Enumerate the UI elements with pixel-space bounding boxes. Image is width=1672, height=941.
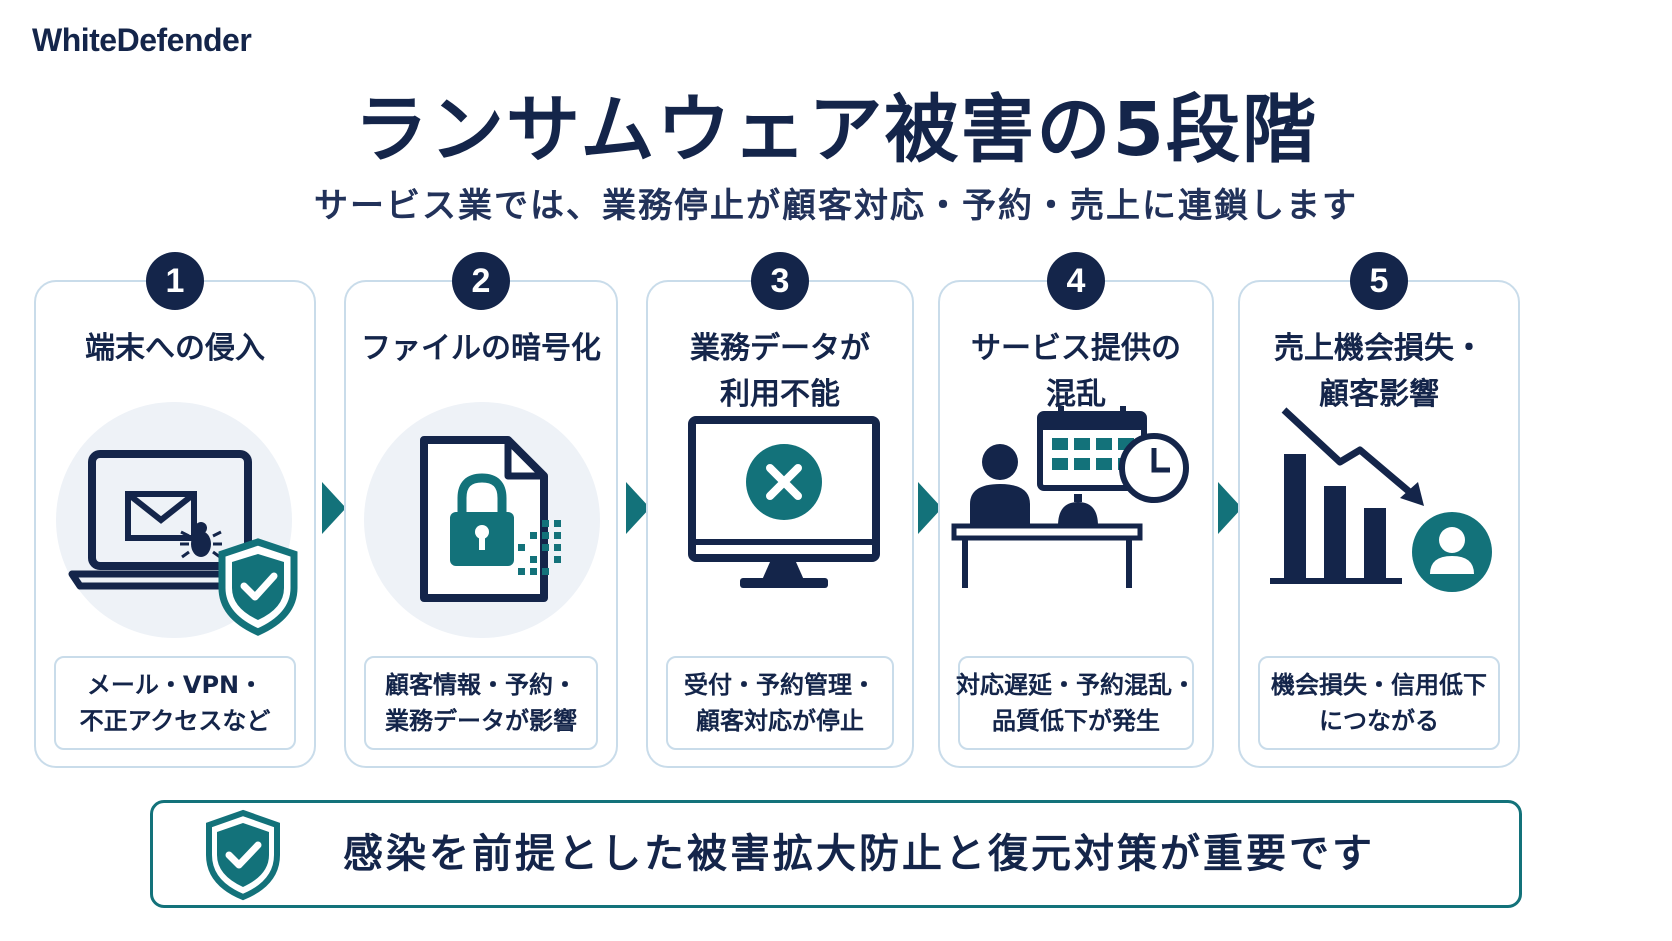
stage-title: 端末への侵入 xyxy=(85,331,265,366)
stage-card-5: 5 売上機会損失・ 顧客影響 機会損失・信用低下 につながる xyxy=(1238,252,1520,768)
stage-description-line: 不正アクセスなど xyxy=(79,707,271,735)
shield-check-icon xyxy=(203,809,283,905)
stage-number-badge: 3 xyxy=(751,252,809,310)
stage-description-line: メール・VPN・ xyxy=(86,671,264,699)
stage-description-line: 受付・予約管理・ xyxy=(684,671,876,699)
stage-title: サービス提供の 混乱 xyxy=(971,331,1181,412)
key-message-text: 感染を前提とした被害拡大防止と復元対策が重要です xyxy=(343,831,1375,877)
stage-description-line: 対応遅延・予約混乱・ xyxy=(956,671,1196,699)
brand-logo: WhiteDefender xyxy=(32,22,252,58)
reception-calendar-clock-icon xyxy=(940,402,1212,672)
declining-chart-user-icon xyxy=(1240,402,1518,672)
stage-description-line: 品質低下が発生 xyxy=(992,707,1160,735)
stage-card-1: 1 端末への侵入 メール・VPN・ 不正アクセスなど xyxy=(34,252,316,768)
stage-description-line: 顧客対応が停止 xyxy=(696,707,864,735)
stage-description: メール・VPN・ 不正アクセスなど xyxy=(54,656,296,750)
encrypted-file-lock-icon xyxy=(346,402,616,672)
laptop-mail-bug-shield-icon xyxy=(36,402,314,672)
stage-title: 業務データが 利用不能 xyxy=(690,331,870,412)
page-subtitle: サービス業では、業務停止が顧客対応・予約・売上に連鎖します xyxy=(314,186,1358,226)
stage-title: ファイルの暗号化 xyxy=(361,331,601,366)
flow-arrow-icon xyxy=(322,482,346,534)
key-message-banner: 感染を前提とした被害拡大防止と復元対策が重要です xyxy=(150,800,1522,908)
stage-number-badge: 4 xyxy=(1047,252,1105,310)
stage-card-2: 2 ファイルの暗号化 顧客情報・予約・ 業務データが影響 xyxy=(344,252,618,768)
page-title: ランサムウェア被害の5段階 xyxy=(353,87,1318,173)
stage-description-line: 機会損失・信用低下 xyxy=(1271,671,1487,699)
stage-card-3: 3 業務データが 利用不能 受付・予約管理・ 顧客対応が停止 xyxy=(646,252,914,768)
stage-description-line: 業務データが影響 xyxy=(385,707,577,735)
stage-number-badge: 1 xyxy=(146,252,204,310)
stage-description-line: 顧客情報・予約・ xyxy=(385,671,577,699)
monitor-error-icon xyxy=(648,402,912,672)
stage-number-badge: 5 xyxy=(1350,252,1408,310)
stage-number-badge: 2 xyxy=(452,252,510,310)
stage-description: 対応遅延・予約混乱・ 品質低下が発生 xyxy=(956,656,1196,750)
stage-description: 受付・予約管理・ 顧客対応が停止 xyxy=(666,656,894,750)
stage-title: 売上機会損失・ 顧客影響 xyxy=(1274,331,1484,412)
stage-card-4: 4 サービス提供の 混乱 対応遅延・予約混乱・ 品質低下が発生 xyxy=(938,252,1214,768)
stage-description: 機会損失・信用低下 につながる xyxy=(1258,656,1500,750)
stage-description-line: につながる xyxy=(1319,707,1439,735)
stage-description: 顧客情報・予約・ 業務データが影響 xyxy=(364,656,598,750)
